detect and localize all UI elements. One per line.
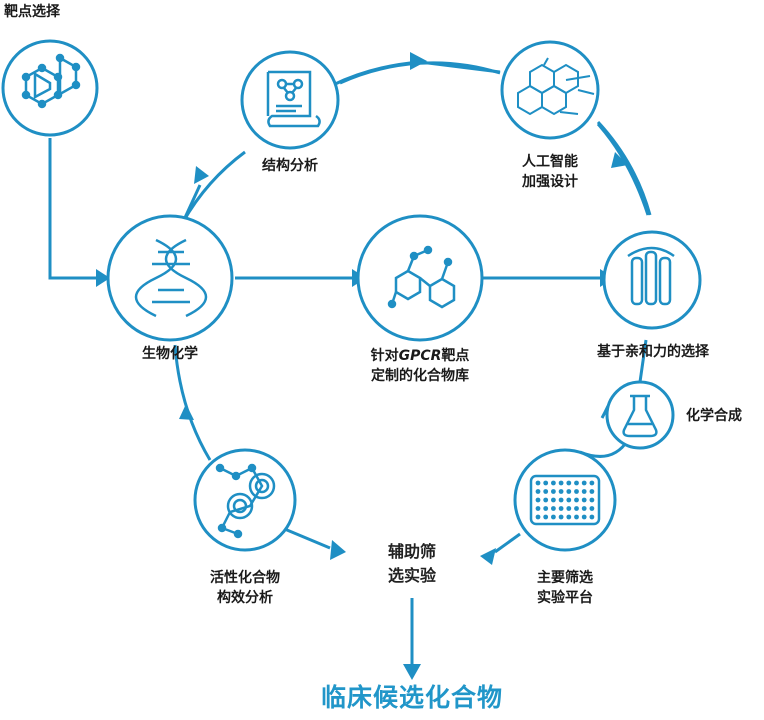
well-dot bbox=[574, 480, 579, 486]
node-affinity-selection bbox=[602, 230, 702, 330]
molecule-network-icon bbox=[517, 57, 595, 116]
document-structure-icon bbox=[266, 70, 321, 128]
protein-helix-icon bbox=[627, 246, 675, 306]
well-dot bbox=[574, 514, 579, 520]
well-dot bbox=[566, 480, 572, 486]
well-dot bbox=[558, 506, 564, 511]
node-chemical-synthesis bbox=[605, 380, 675, 450]
well-dot bbox=[535, 497, 541, 503]
arrow-to-assisted-left bbox=[330, 540, 346, 560]
well-dot bbox=[589, 514, 595, 520]
label-ai-design-line1: 人工智能 bbox=[522, 154, 578, 170]
label-biochemistry: 生物化学 bbox=[142, 346, 198, 362]
well-dot bbox=[589, 497, 595, 503]
well-dot bbox=[566, 489, 572, 494]
well-dot bbox=[558, 480, 564, 486]
connector-target-to-biochem bbox=[48, 138, 104, 280]
label-ai-design-line2: 加强设计 bbox=[522, 174, 578, 190]
well-dot bbox=[535, 506, 541, 511]
well-dot bbox=[543, 514, 549, 520]
well-dot bbox=[566, 506, 572, 511]
arrow-to-biochem-up bbox=[179, 404, 194, 420]
well-dot bbox=[543, 480, 549, 486]
label-chemical-synthesis: 化学合成 bbox=[686, 408, 742, 424]
node-sar-analysis bbox=[193, 448, 297, 552]
target-molecule-icon bbox=[215, 463, 276, 539]
well-dot bbox=[535, 489, 541, 494]
label-structure-analysis: 结构分析 bbox=[262, 158, 318, 174]
arrow-to-affinity bbox=[611, 152, 628, 168]
label-sar-analysis: 活性化合物 构效分析 bbox=[190, 568, 300, 608]
node-circles bbox=[1, 39, 702, 552]
dna-icon bbox=[134, 238, 208, 318]
label-gpcr-term: GPCR bbox=[398, 348, 442, 364]
arrow-to-ai bbox=[410, 52, 427, 70]
label-final-candidate: 临床候选化合物 bbox=[320, 683, 503, 712]
well-dot bbox=[558, 514, 564, 520]
label-gpcr-library-line1: 针对GPCR靶点 bbox=[350, 346, 490, 366]
well-dot bbox=[581, 497, 587, 503]
well-dot bbox=[558, 489, 564, 494]
well-dot bbox=[543, 506, 549, 511]
molecule-hexagon-icon bbox=[21, 53, 81, 109]
label-sar-analysis-line2: 构效分析 bbox=[217, 590, 273, 606]
well-dot bbox=[581, 480, 587, 486]
label-affinity-selection: 基于亲和力的选择 bbox=[597, 344, 709, 360]
well-dot bbox=[574, 497, 579, 503]
node-biochemistry bbox=[106, 214, 234, 342]
label-gpcr-library: 针对GPCR靶点 定制的化合物库 bbox=[350, 346, 490, 386]
arrow-to-final bbox=[403, 664, 421, 680]
well-dot bbox=[543, 497, 549, 503]
label-gpcr-prefix: 针对 bbox=[370, 348, 399, 364]
well-dot bbox=[574, 489, 579, 494]
label-screening-platform-line2: 实验平台 bbox=[537, 590, 593, 606]
label-screening-platform-line1: 主要筛选 bbox=[537, 570, 593, 586]
label-screening-platform: 主要筛选 实验平台 bbox=[515, 568, 615, 608]
node-ai-design bbox=[500, 40, 600, 140]
label-assisted-screening-line2: 选实验 bbox=[387, 566, 436, 585]
well-dot bbox=[551, 497, 556, 503]
well-dot bbox=[581, 489, 587, 494]
well-dot bbox=[566, 514, 572, 520]
well-dot bbox=[551, 489, 556, 494]
compound-cluster-icon bbox=[387, 245, 456, 309]
label-ai-design: 人工智能 加强设计 bbox=[500, 152, 600, 192]
label-sar-analysis-line1: 活性化合物 bbox=[210, 570, 280, 586]
label-gpcr-suffix: 靶点 bbox=[441, 348, 470, 364]
well-dot bbox=[566, 497, 572, 503]
label-target-selection: 靶点选择 bbox=[4, 4, 60, 20]
well-dot bbox=[551, 514, 556, 520]
well-dot bbox=[581, 506, 587, 511]
well-plate-icon bbox=[529, 474, 601, 526]
well-dot bbox=[551, 480, 556, 486]
arrow-to-biochem bbox=[96, 269, 110, 287]
well-dot bbox=[551, 506, 556, 511]
well-dot bbox=[589, 480, 595, 486]
well-dot bbox=[574, 506, 579, 511]
well-dot bbox=[589, 489, 595, 494]
well-dot bbox=[589, 506, 595, 511]
well-dot bbox=[535, 514, 541, 520]
label-gpcr-library-line2: 定制的化合物库 bbox=[371, 368, 469, 384]
arrow-to-assisted-right bbox=[480, 548, 496, 565]
well-dot bbox=[581, 514, 587, 520]
well-dot bbox=[535, 480, 541, 486]
flask-icon bbox=[622, 394, 658, 438]
arrow-to-structure bbox=[194, 166, 209, 184]
well-dot bbox=[558, 497, 564, 503]
label-assisted-screening: 辅助筛 选实验 bbox=[362, 540, 462, 588]
well-dot bbox=[543, 489, 549, 494]
label-assisted-screening-line1: 辅助筛 bbox=[387, 542, 436, 561]
